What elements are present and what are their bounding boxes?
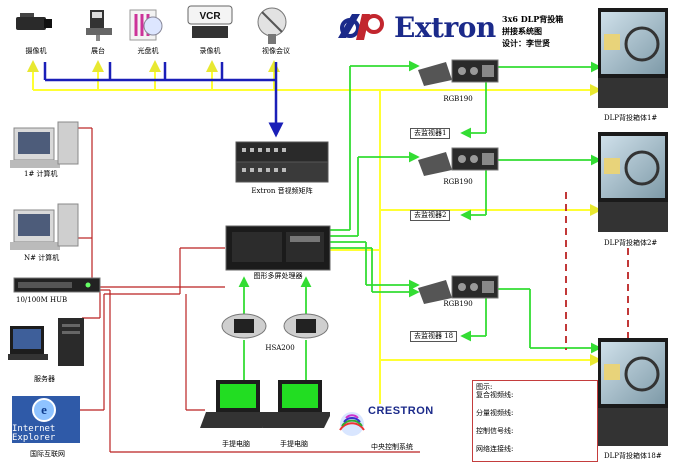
computer-1-label: 1# 计算机	[24, 170, 58, 178]
dlp-box-18-label: DLP背投箱体18#	[604, 452, 662, 460]
hub-icon	[13, 277, 101, 293]
dlp-box-2-icon	[598, 132, 668, 232]
computer-n-label: N# 计算机	[24, 254, 60, 262]
laptop-2-icon	[262, 380, 332, 428]
dvd-icon	[129, 9, 163, 41]
rgb190-3-label: RGB190	[443, 300, 473, 308]
network-lines	[78, 127, 420, 453]
monitor-1-box: 去监视器1	[410, 128, 451, 139]
rgb190-unit-2-icon	[418, 147, 499, 176]
vcr-label: 录像机	[199, 47, 221, 55]
crestron-brand: CRESTRON	[368, 405, 434, 417]
extron-brand: Extron	[394, 11, 496, 44]
internet-screen-text: Internet Explorer	[12, 425, 80, 443]
video-conf-label: 视像会议	[262, 47, 290, 55]
dlp-box-2-label: DLP背投箱体2#	[604, 239, 658, 247]
composite-video-lines	[43, 62, 284, 138]
camera-icon	[16, 13, 52, 30]
monitor-2-box: 去监视器2	[410, 210, 451, 221]
crestron-icon	[330, 404, 454, 440]
rgb190-unit-3-icon	[418, 275, 499, 304]
hsa200-left-icon	[221, 313, 267, 339]
legend-component-label: 分量视频线:	[476, 409, 514, 417]
camera-label: 摄像机	[25, 47, 47, 55]
extron-logo-icon	[338, 14, 384, 40]
legend-composite-label: 复合视频线:	[476, 391, 514, 399]
laptop-1-label: 手提电脑	[222, 440, 250, 448]
diagram-designer: 设计：李世贤	[502, 38, 550, 48]
av-matrix-icon	[235, 141, 329, 183]
internet-label: 国际互联网	[30, 450, 65, 458]
satellite-dish-icon	[257, 7, 287, 44]
legend-network-label: 网络连接线:	[476, 445, 514, 453]
rgb190-unit-1-icon	[418, 59, 499, 86]
booth-label: 展台	[91, 47, 105, 55]
svg-text:e: e	[41, 402, 47, 417]
diagram-subtitle: 拼接系统图	[502, 26, 542, 36]
hsa200-label: HSA200	[265, 344, 295, 352]
server-icon	[8, 318, 84, 366]
vcr-text: VCR	[199, 11, 221, 22]
dvd-label: 光盘机	[137, 47, 159, 55]
diagram-title: 3x6 DLP背投箱	[502, 14, 564, 24]
hub-label: 10/100M HUB	[16, 296, 68, 304]
hsa200-right-icon	[283, 313, 329, 339]
rgb190-2-label: RGB190	[443, 178, 473, 186]
server-label: 服务器	[34, 375, 55, 383]
matrix-label: Extron 音视频矩阵	[251, 187, 313, 195]
legend-title: 图示:	[476, 383, 493, 391]
laptop-2-label: 手提电脑	[280, 440, 308, 448]
computer-1-icon	[10, 121, 79, 168]
laptop-1-icon	[200, 380, 270, 428]
processor-icon	[225, 225, 331, 271]
control-signal-lines	[27, 60, 602, 420]
component-video-lines	[238, 60, 602, 384]
vcr-icon: VCR	[187, 5, 233, 38]
rgb190-1-label: RGB190	[443, 95, 473, 103]
legend-control-label: 控制信号线:	[476, 427, 514, 435]
controller-label: 中央控制系统	[371, 443, 413, 451]
dlp-box-1-label: DLP背投箱体1#	[604, 114, 658, 122]
document-camera-icon	[86, 10, 112, 41]
legend: 图示: 复合视频线: 分量视频线: 控制信号线: 网络连接线:	[472, 380, 598, 462]
dlp-box-1-icon	[598, 8, 668, 108]
computer-n-icon	[10, 203, 79, 250]
processor-label: 图形多屏处理器	[253, 272, 303, 280]
dashed-network-links	[565, 192, 629, 350]
dlp-box-18-icon	[598, 338, 668, 446]
monitor-18-box: 去监视器 18	[410, 331, 458, 342]
